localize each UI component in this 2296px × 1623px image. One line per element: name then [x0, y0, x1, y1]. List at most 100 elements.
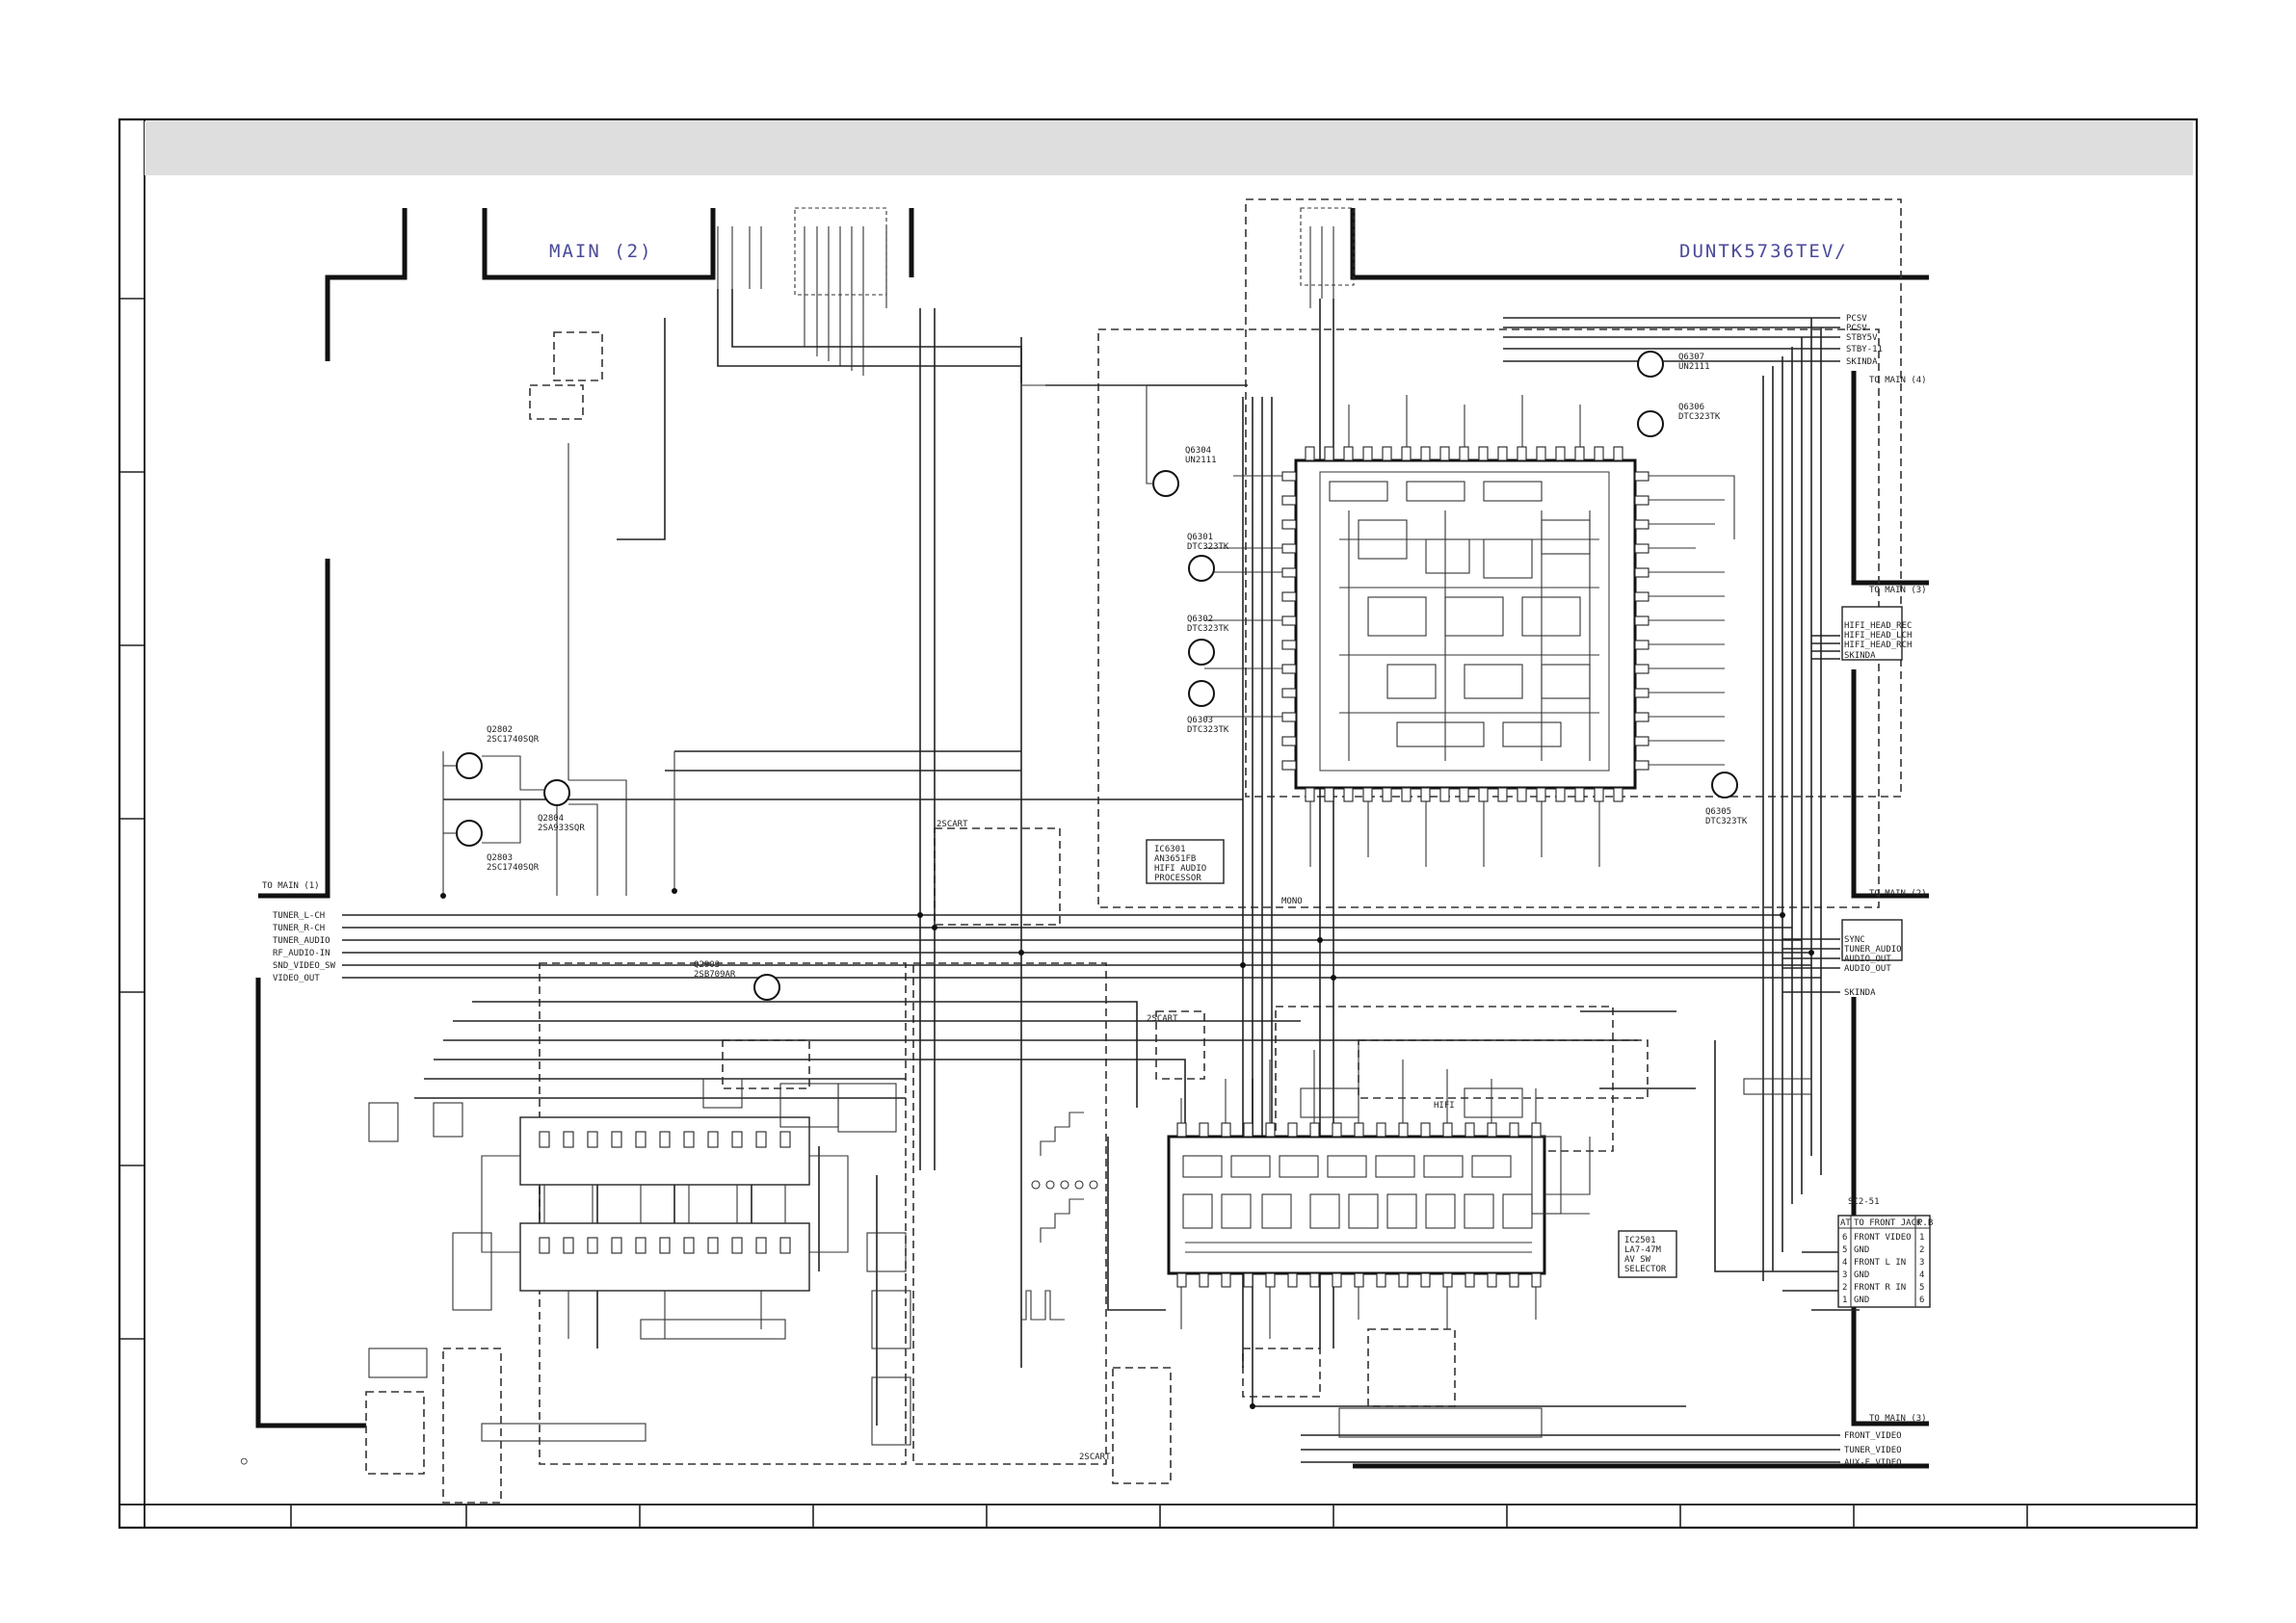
to-main-3a-label: TO MAIN (3) — [1869, 586, 1927, 595]
svg-text:HIFI_HEAD_RCH: HIFI_HEAD_RCH — [1844, 641, 1912, 650]
connector-labels: TO MAIN (1) TO MAIN (4) TO MAIN (3) TO M… — [262, 376, 1927, 1424]
svg-text:UN2111: UN2111 — [1678, 362, 1710, 372]
to-main-4-label: TO MAIN (4) — [1869, 376, 1927, 385]
transistor-labels: Q6307 UN2111 Q6306 DTC323TK Q6304 UN2111… — [487, 353, 1748, 980]
to-main-3b-label: TO MAIN (3) — [1869, 1414, 1927, 1424]
left-analog-section — [481, 1116, 849, 1339]
left-signal-bus — [342, 750, 1860, 1426]
dashed-regions — [365, 198, 1902, 1504]
svg-text:TUNER_VIDEO: TUNER_VIDEO — [1844, 1446, 1902, 1455]
svg-text:HIFI AUDIO: HIFI AUDIO — [1154, 864, 1206, 874]
svg-text:1: 1 — [1919, 1233, 1924, 1243]
svg-text:Q6304: Q6304 — [1185, 446, 1211, 456]
svg-text:6: 6 — [1842, 1233, 1847, 1243]
svg-text:HIFI: HIFI — [1434, 1101, 1455, 1111]
svg-text:Q6301: Q6301 — [1187, 533, 1213, 542]
svg-text:Q6307: Q6307 — [1678, 353, 1704, 362]
svg-text:2: 2 — [1919, 1245, 1924, 1255]
svg-text:2SC1740SQR: 2SC1740SQR — [487, 863, 540, 873]
svg-text:MONO: MONO — [1281, 897, 1303, 906]
svg-text:2SA933SQR: 2SA933SQR — [538, 824, 585, 833]
svg-text:STBY5V: STBY5V — [1846, 333, 1878, 343]
svg-text:PCSV: PCSV — [1846, 314, 1867, 324]
svg-text:Q2804: Q2804 — [538, 814, 564, 824]
svg-text:AUDIO_OUT: AUDIO_OUT — [1844, 955, 1891, 964]
svg-text:FRONT R IN: FRONT R IN — [1854, 1283, 1906, 1293]
svg-text:2SCART: 2SCART — [1079, 1453, 1111, 1462]
hifi-passives — [1204, 395, 1735, 867]
svg-text:3: 3 — [1919, 1258, 1924, 1268]
svg-text:HIFI_HEAD_LCH: HIFI_HEAD_LCH — [1844, 631, 1912, 641]
svg-text:DTC323TK: DTC323TK — [1187, 542, 1229, 552]
svg-text:LA7-47M: LA7-47M — [1624, 1245, 1662, 1255]
svg-text:TUNER_R-CH: TUNER_R-CH — [273, 924, 325, 933]
svg-text:Q2803: Q2803 — [487, 853, 513, 863]
svg-text:RF_AUDIO-IN: RF_AUDIO-IN — [273, 949, 330, 958]
connection-dots — [440, 888, 1814, 1409]
transistors — [456, 351, 1738, 1001]
svg-text:GND: GND — [1854, 1245, 1869, 1255]
svg-text:PCSV: PCSV — [1846, 324, 1867, 333]
svg-text:IC2501: IC2501 — [1624, 1236, 1656, 1245]
svg-text:TUNER_AUDIO: TUNER_AUDIO — [273, 936, 330, 946]
svg-text:2SB709AR: 2SB709AR — [694, 970, 736, 980]
svg-text:UN2111: UN2111 — [1185, 456, 1217, 465]
svg-text:TUNER_L-CH: TUNER_L-CH — [273, 911, 325, 921]
svg-text:2SCART: 2SCART — [1147, 1014, 1178, 1024]
page-mark: ○ — [241, 1454, 248, 1467]
svg-text:SND_VIDEO_SW: SND_VIDEO_SW — [273, 961, 336, 971]
ic-selector-label: IC2501 LA7-47M AV SW SELECTOR — [1618, 1230, 1677, 1278]
front-jack-table: SC2-51 AT TO FRONT JACK P.B 6 FRONT VIDE… — [1837, 1197, 1933, 1308]
svg-text:2SC1740SQR: 2SC1740SQR — [487, 735, 540, 745]
svg-text:DTC323TK: DTC323TK — [1678, 412, 1721, 422]
svg-text:AUDIO_OUT: AUDIO_OUT — [1844, 964, 1891, 974]
svg-text:AT: AT — [1840, 1218, 1851, 1228]
ic-hifi-audio-processor — [1281, 446, 1649, 802]
left-transistor-wiring — [442, 384, 1153, 896]
notes: MONO HIFI 2SCART 2SCART 2SCART — [937, 820, 1455, 1462]
svg-text:GND: GND — [1854, 1270, 1869, 1280]
svg-text:TUNER_AUDIO: TUNER_AUDIO — [1844, 945, 1902, 955]
svg-text:Q2903: Q2903 — [694, 960, 720, 970]
svg-text:DTC323TK: DTC323TK — [1187, 725, 1229, 735]
svg-text:SKINDA: SKINDA — [1846, 357, 1878, 367]
svg-text:GND: GND — [1854, 1296, 1869, 1305]
to-main-1-label: TO MAIN (1) — [262, 881, 320, 891]
svg-text:SYNC: SYNC — [1844, 935, 1865, 945]
svg-text:DTC323TK: DTC323TK — [1187, 624, 1229, 634]
svg-text:PROCESSOR: PROCESSOR — [1154, 874, 1201, 883]
svg-text:2SCART: 2SCART — [937, 820, 968, 829]
svg-text:FRONT VIDEO: FRONT VIDEO — [1854, 1233, 1912, 1243]
to-main-2-label: TO MAIN (2) — [1869, 889, 1927, 899]
svg-text:6: 6 — [1919, 1296, 1924, 1305]
svg-text:3: 3 — [1842, 1270, 1847, 1280]
svg-text:SKINDA: SKINDA — [1844, 651, 1876, 661]
title-main-2: MAIN (2) — [549, 241, 653, 262]
ic-hifi-label: IC6301 AN3651FB HIFI AUDIO PROCESSOR — [1146, 839, 1225, 884]
title-board-code: DUNTK5736TEV/ — [1679, 241, 1848, 262]
svg-text:Q2802: Q2802 — [487, 725, 513, 735]
sheet-frame — [118, 118, 2199, 1530]
svg-text:AUX-E_VIDEO: AUX-E_VIDEO — [1844, 1458, 1902, 1468]
waveform-sketches — [1021, 1112, 1098, 1321]
board-outlines — [255, 208, 1929, 1469]
svg-text:FRONT L IN: FRONT L IN — [1854, 1258, 1906, 1268]
svg-text:4: 4 — [1842, 1258, 1847, 1268]
svg-text:VIDEO_OUT: VIDEO_OUT — [273, 974, 320, 983]
svg-text:TO FRONT JACK: TO FRONT JACK — [1854, 1218, 1922, 1228]
svg-text:Q6305: Q6305 — [1705, 807, 1731, 817]
ic-av-selector — [1167, 1122, 1546, 1288]
left-signal-labels: TUNER_L-CH TUNER_R-CH TUNER_AUDIO RF_AUD… — [273, 911, 336, 983]
svg-text:DTC323TK: DTC323TK — [1705, 817, 1748, 826]
svg-text:AN3651FB: AN3651FB — [1154, 854, 1196, 864]
passive-clusters-left — [368, 1078, 1812, 1446]
top-connector-group — [717, 207, 1355, 376]
selector-wiring — [1180, 1040, 1591, 1339]
svg-text:2: 2 — [1842, 1283, 1847, 1293]
header-band — [145, 121, 2193, 175]
right-signal-labels: PCSV PCSV STBY5V STBY-11 SKINDA HIFI_HEA… — [1841, 314, 1912, 1468]
svg-text:STBY-11: STBY-11 — [1846, 345, 1883, 354]
svg-text:Q6303: Q6303 — [1187, 716, 1213, 725]
svg-text:P.B: P.B — [1917, 1218, 1933, 1228]
